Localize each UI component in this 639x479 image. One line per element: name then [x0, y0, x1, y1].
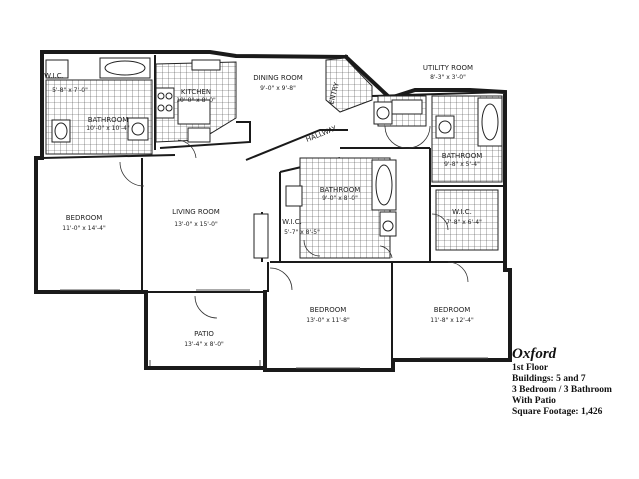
room-label-wic-1: W.I.C. — [44, 72, 64, 80]
room-dims-dining: 9'-0" x 9'-8" — [260, 85, 296, 92]
room-label-patio: PATIO — [194, 330, 214, 338]
floor-level: 1st Floor — [512, 363, 549, 373]
room-label-dining: DINING ROOM — [253, 74, 303, 82]
room-dims-living: 13'-0" x 15'-0" — [174, 221, 218, 228]
room-dims-bathroom-3: 9'-0" x 8'-0" — [322, 195, 358, 202]
windows — [60, 289, 488, 369]
room-dims-wic-2: 5'-7" x 8'-5" — [284, 229, 320, 236]
room-dims-wic-1: 5'-8" x 7'-0" — [52, 87, 88, 94]
plan-name: Oxford — [512, 346, 557, 362]
feature-info: With Patio — [512, 396, 556, 406]
room-label-bedroom-2: BEDROOM — [310, 306, 347, 314]
room-dims-wic-3: 7'-8" x 6'-4" — [446, 219, 482, 226]
bed-bath-config: 3 Bedroom / 3 Bathroom — [512, 385, 612, 395]
room-dims-kitchen: 10'-0" x 8'-0" — [176, 97, 216, 104]
room-label-wic-3: W.I.C. — [452, 208, 472, 216]
room-label-wic-2: W.I.C. — [282, 218, 302, 226]
room-dims-bedroom-3: 11'-8" x 12'-4" — [430, 317, 474, 324]
room-dims-bedroom-1: 11'-0" x 14'-4" — [62, 225, 106, 232]
room-label-living: LIVING ROOM — [172, 208, 220, 216]
room-label-kitchen: KITCHEN — [181, 88, 211, 96]
room-label-bathroom-3: BATHROOM — [320, 186, 361, 194]
room-dims-bedroom-2: 13'-0" x 11'-8" — [306, 317, 350, 324]
room-label-bathroom-2: BATHROOM — [442, 152, 483, 160]
room-dims-bathroom-2: 9'-8" x 5'-4" — [444, 161, 480, 168]
room-label-hallway: HALLWAY — [305, 124, 339, 144]
room-dims-utility: 8'-3" x 3'-0" — [430, 74, 466, 81]
room-label-bedroom-3: BEDROOM — [434, 306, 471, 314]
fixtures — [45, 57, 503, 259]
room-label-bedroom-1: BEDROOM — [66, 214, 103, 222]
plan-legend: Oxford 1st Floor Buildings: 5 and 7 3 Be… — [512, 346, 636, 418]
room-label-bathroom-1: BATHROOM — [88, 116, 129, 124]
room-label-utility: UTILITY ROOM — [423, 64, 473, 72]
room-dims-bathroom-1: 10'-0" x 10'-4" — [86, 125, 130, 132]
buildings-info: Buildings: 5 and 7 — [512, 374, 586, 384]
door-swings — [119, 125, 469, 319]
room-dims-patio: 13'-4" x 8'-0" — [184, 341, 224, 348]
square-footage: Square Footage: 1,426 — [512, 407, 603, 417]
